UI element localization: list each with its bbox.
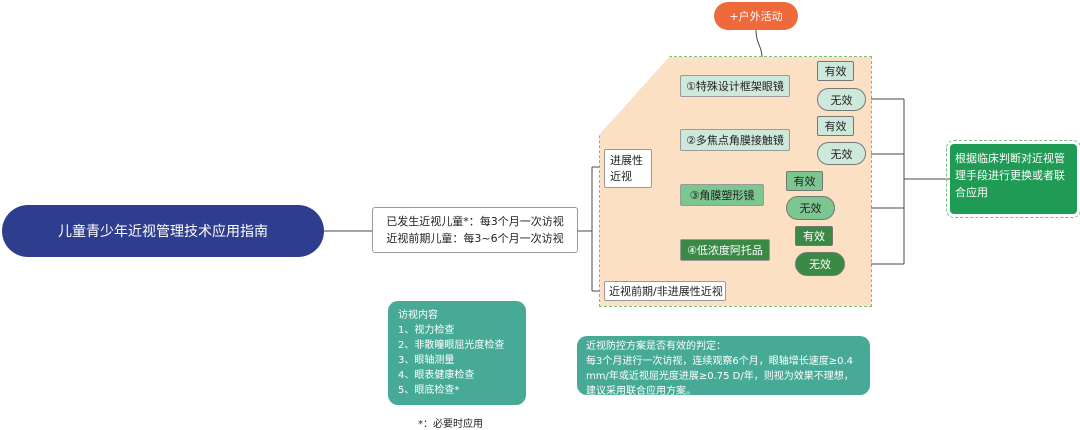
follow-up-frequency-node: 已发生近视儿童*：每3个月一次访视 近视前期儿童：每3~6个月一次访视 [372, 207, 578, 253]
method-label: ④低浓度阿托品 [687, 244, 763, 257]
contact-lens-effective: 有效 [817, 116, 854, 136]
progressive-line-2: 近视 [610, 170, 632, 183]
effective-label: 有效 [793, 175, 816, 188]
decision-text: 根据临床判断对近视管理手段进行更换或者联合应用 [955, 152, 1065, 199]
method-label: ③角膜塑形镜 [689, 189, 755, 202]
atropine-effective: 有效 [795, 226, 833, 246]
criteria-body: 每3个月进行一次访视，连续观察6个月，眼轴增长速度≥0.4 mm/年或近视屈光度… [586, 356, 854, 397]
follow-up-line-2: 近视前期儿童：每3~6个月一次访视 [386, 232, 564, 245]
ortho-k-ineffective: 无效 [786, 196, 835, 220]
effectiveness-criteria-box: 近视防控方案是否有效的判定： 每3个月进行一次访视，连续观察6个月，眼轴增长速度… [577, 336, 870, 397]
method-atropine: ④低浓度阿托品 [680, 239, 770, 261]
root-title: 儿童青少年近视管理技术应用指南 [58, 224, 268, 240]
contact-lens-ineffective: 无效 [817, 142, 866, 165]
root-title-node: 儿童青少年近视管理技术应用指南 [2, 205, 324, 257]
method-label: ①特殊设计框架眼镜 [686, 80, 784, 93]
spectacles-effective: 有效 [817, 61, 854, 81]
outdoor-activity-node: +户外活动 [714, 2, 798, 30]
effective-label: 有效 [803, 230, 825, 243]
spectacles-ineffective: 无效 [817, 88, 866, 111]
effective-label: 有效 [824, 65, 847, 78]
visit-item: 2、非散瞳眼屈光度检查 [398, 340, 505, 351]
decision-node: 根据临床判断对近视管理手段进行更换或者联合应用 [946, 140, 1080, 218]
atropine-ineffective: 无效 [795, 252, 845, 276]
visit-item: 4、眼表健康检查 [398, 370, 475, 381]
ortho-k-effective: 有效 [786, 171, 823, 191]
non-progressive-myopia-node: 近视前期/非进展性近视 [604, 281, 726, 301]
ineffective-label: 无效 [830, 93, 853, 107]
follow-up-line-1: 已发生近视儿童*：每3个月一次访视 [386, 215, 564, 228]
visit-item: 1、视力检查 [398, 325, 455, 336]
outdoor-activity-label: +户外活动 [729, 10, 783, 23]
ineffective-label: 无效 [809, 258, 831, 271]
ineffective-label: 无效 [799, 202, 822, 215]
method-ortho-k: ③角膜塑形镜 [680, 184, 764, 206]
visit-heading: 访视内容 [398, 310, 438, 321]
method-contact-lens: ②多焦点角膜接触镜 [680, 129, 790, 151]
method-spectacles: ①特殊设计框架眼镜 [680, 75, 790, 97]
visit-item: 5、眼底检查* [398, 385, 460, 396]
ineffective-label: 无效 [830, 147, 853, 161]
visit-content-box: 访视内容 1、视力检查 2、非散瞳眼屈光度检查 3、眼轴测量 4、眼表健康检查 … [388, 301, 526, 405]
visit-item: 3、眼轴测量 [398, 355, 455, 366]
method-label: ②多焦点角膜接触镜 [686, 134, 784, 147]
non-progressive-label: 近视前期/非进展性近视 [609, 285, 723, 298]
effective-label: 有效 [824, 120, 847, 133]
progressive-line-1: 进展性 [610, 154, 643, 167]
progressive-myopia-node: 进展性 近视 [604, 149, 652, 188]
criteria-heading: 近视防控方案是否有效的判定： [586, 341, 726, 352]
footnote: *：必要时应用 [418, 419, 483, 430]
